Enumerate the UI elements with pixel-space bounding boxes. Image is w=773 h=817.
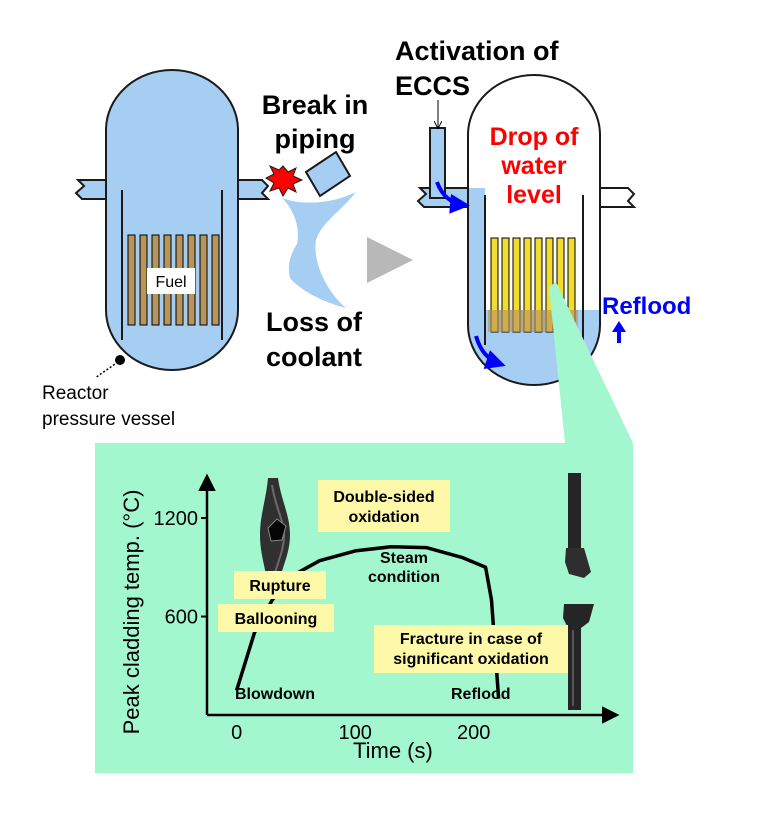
downcomer-flow-arrow-icon: [474, 335, 506, 370]
zoom-callout: [549, 282, 633, 443]
eccs-label-line1: Activation of: [395, 36, 560, 66]
drop-label-line1: Drop of: [490, 123, 580, 151]
loss-label-line1: Loss of: [266, 307, 363, 337]
progression-arrow-icon: [367, 237, 413, 283]
loss-label-line2: coolant: [266, 342, 362, 372]
blowdown-label: Blowdown: [235, 686, 315, 703]
vessel-pointer-line: [94, 361, 119, 379]
steam-label-line2: condition: [368, 569, 440, 586]
right-nozzle-right: [598, 187, 637, 208]
reflood-up-arrow-icon: [612, 321, 626, 343]
reflood-chart-label: Reflood: [451, 686, 511, 703]
x-tick-label: 0: [231, 722, 242, 744]
fuel-label: Fuel: [155, 274, 186, 291]
cladding-chart: 600 1200 0 100 200 Time (s) Peak cladding t…: [119, 473, 620, 763]
x-tick-label: 200: [457, 722, 490, 744]
rupture-label: Rupture: [249, 578, 310, 595]
double-sided-line2: oxidation: [348, 509, 419, 526]
y-ticks: 600 1200: [154, 508, 207, 629]
double-sided-line1: Double-sided: [333, 489, 434, 506]
x-axis-label: Time (s): [353, 738, 433, 763]
vessel-label-line2: pressure vessel: [42, 409, 175, 430]
right-core-barrel: [484, 195, 584, 345]
drop-label-line3: level: [506, 181, 562, 209]
fuel-label-box: [147, 268, 195, 294]
x-tick-label: 100: [339, 722, 372, 744]
left-core-barrel: [121, 190, 223, 340]
coolant-spray-icon: [282, 192, 356, 308]
y-tick-label: 600: [165, 607, 198, 629]
left-nozzle-left: [74, 179, 108, 200]
ballooning-label: Ballooning: [235, 611, 318, 628]
x-ticks: 0 100 200: [231, 722, 490, 744]
downcomer-water: [468, 188, 485, 313]
right-vessel-outline: [467, 74, 601, 386]
left-reactor-vessel: Fuel Reactor pressure vessel: [42, 69, 271, 430]
fracture-line1: Fracture in case of: [400, 631, 543, 648]
y-axis-label: Peak cladding temp. (°C): [119, 490, 144, 735]
eccs-flow-arrow-icon: [435, 181, 470, 214]
vessel-pointer-dot: [115, 355, 125, 365]
left-nozzle-right: [235, 179, 271, 200]
reflood-label: Reflood: [602, 293, 691, 320]
right-reactor-vessel: Activation of ECCS Drop of water level R…: [395, 36, 691, 386]
y-tick-label: 1200: [154, 508, 199, 530]
break-label-line2: piping: [275, 124, 356, 154]
broken-pipe: [304, 150, 352, 198]
rod-photo-ballooned-icon: [260, 478, 290, 588]
break-label-line1: Break in: [262, 90, 369, 120]
steam-label-line1: Steam: [380, 550, 428, 567]
eccs-label-line2: ECCS: [395, 71, 470, 101]
vessel-label-line1: Reactor: [42, 383, 109, 404]
rupture-callout: Rupture: [234, 571, 326, 599]
pipe-break: Break in piping Loss of coolant: [262, 90, 369, 372]
fracture-callout: Fracture in case of significant oxidatio…: [374, 625, 568, 673]
ballooning-callout: Ballooning: [218, 604, 334, 632]
double-sided-callout: Double-sided oxidation: [318, 480, 450, 532]
rod-photo-fractured-icon: [563, 473, 594, 710]
fracture-line2: significant oxidation: [393, 651, 549, 668]
drop-label-line2: water: [500, 152, 567, 180]
break-star-icon: [264, 164, 304, 198]
